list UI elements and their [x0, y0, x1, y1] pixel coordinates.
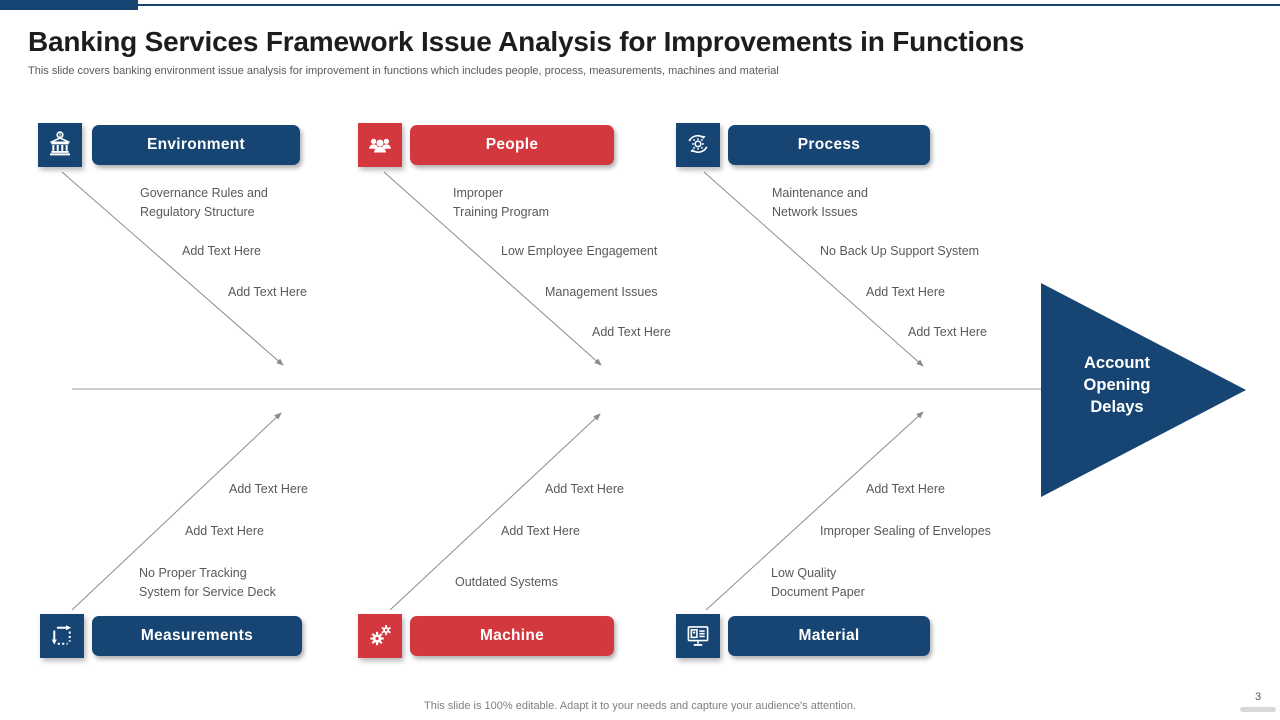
people-group-icon	[358, 123, 402, 167]
monitor-document-icon	[676, 614, 720, 658]
cause-label: Governance Rules and Regulatory Structur…	[140, 186, 268, 219]
footer-note: This slide is 100% editable. Adapt it to…	[424, 700, 856, 712]
cause-label: Add Text Here	[185, 524, 264, 538]
cause-label: Add Text Here	[866, 285, 945, 299]
bank-icon: $	[38, 123, 82, 167]
effect-label: Account Opening Delays	[1083, 354, 1151, 416]
cause-label: Add Text Here	[501, 524, 580, 538]
measurement-arrows-icon	[40, 614, 84, 658]
cause-label: Management Issues	[545, 285, 658, 299]
process-cycle-icon	[676, 123, 720, 167]
svg-text:$: $	[59, 133, 62, 139]
top-accent-block	[0, 0, 138, 10]
category-material: Material	[728, 616, 930, 656]
category-people: People	[410, 125, 614, 165]
cause-label: Add Text Here	[908, 325, 987, 339]
cause-label: Add Text Here	[866, 482, 945, 496]
cause-label: Improper Sealing of Envelopes	[820, 524, 991, 538]
cause-label: Add Text Here	[229, 482, 308, 496]
cause-label: Low Employee Engagement	[501, 244, 658, 258]
category-measurements: Measurements	[92, 616, 302, 656]
cause-label: Add Text Here	[545, 482, 624, 496]
gears-icon	[358, 614, 402, 658]
cause-label: Improper Training Program	[453, 186, 550, 219]
cause-label: Maintenance and Network Issues	[772, 186, 868, 219]
category-machine: Machine	[410, 616, 614, 656]
cause-label: No Back Up Support System	[820, 244, 980, 258]
top-accent-line	[0, 4, 1280, 6]
cause-label: Add Text Here	[182, 244, 261, 258]
category-process: Process	[728, 125, 930, 165]
cause-label: Add Text Here	[228, 285, 307, 299]
effect-arrow	[1041, 283, 1246, 497]
page-number: 3	[1254, 691, 1262, 703]
page-title: Banking Services Framework Issue Analysi…	[28, 26, 1025, 57]
cause-label: No Proper Tracking System for Service De…	[139, 566, 276, 599]
cause-label: Outdated Systems	[455, 575, 558, 589]
cause-label: Low Quality Document Paper	[771, 566, 865, 599]
cause-label: Add Text Here	[592, 325, 671, 339]
category-environment: Environment	[92, 125, 300, 165]
page-subtitle: This slide covers banking environment is…	[28, 65, 779, 77]
page-number-pill	[1240, 707, 1276, 712]
